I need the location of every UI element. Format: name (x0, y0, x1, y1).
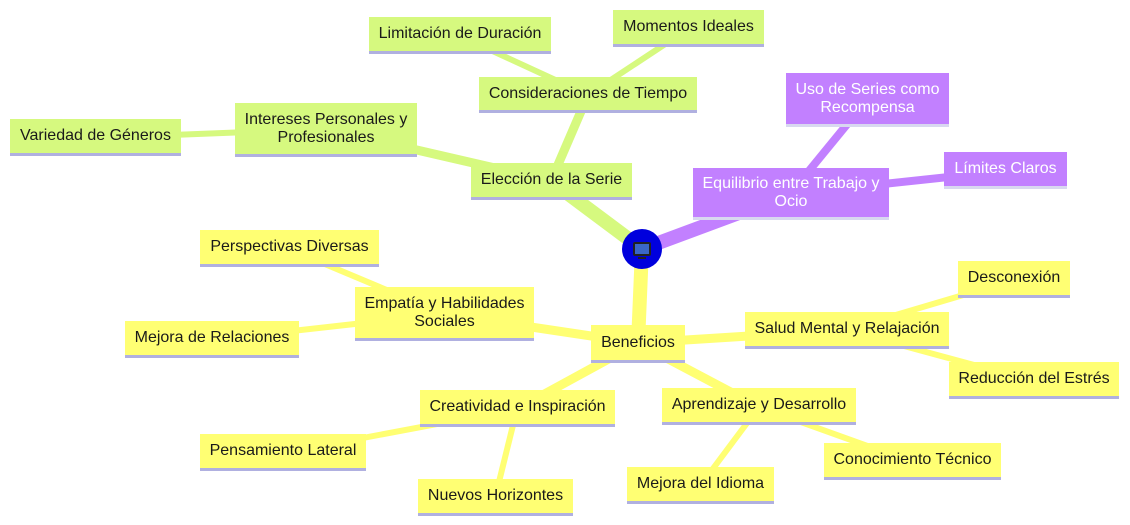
node-creatividad[interactable]: Creatividad e Inspiración (420, 390, 615, 427)
node-salud[interactable]: Salud Mental y Relajación (745, 312, 949, 349)
node-limitacion[interactable]: Limitación de Duración (369, 17, 551, 54)
node-conocimiento[interactable]: Conocimiento Técnico (824, 443, 1001, 480)
node-uso-series[interactable]: Uso de Series como Recompensa (786, 73, 949, 127)
node-momentos[interactable]: Momentos Ideales (613, 10, 764, 47)
node-aprendizaje[interactable]: Aprendizaje y Desarrollo (662, 388, 856, 425)
node-empatia[interactable]: Empatía y Habilidades Sociales (355, 287, 534, 341)
node-limites[interactable]: Límites Claros (944, 152, 1067, 189)
node-desconexion[interactable]: Desconexión (958, 261, 1070, 298)
node-eleccion[interactable]: Elección de la Serie (471, 163, 632, 200)
root-node[interactable] (622, 229, 662, 269)
node-equilibrio[interactable]: Equilibrio entre Trabajo y Ocio (693, 168, 889, 220)
node-reduccion[interactable]: Reducción del Estrés (949, 362, 1119, 399)
node-consideraciones[interactable]: Consideraciones de Tiempo (479, 77, 697, 113)
node-horizontes[interactable]: Nuevos Horizontes (418, 479, 573, 516)
tv-icon (633, 242, 651, 259)
node-beneficios[interactable]: Beneficios (591, 325, 685, 363)
node-perspectivas[interactable]: Perspectivas Diversas (200, 230, 379, 267)
node-variedad[interactable]: Variedad de Géneros (10, 119, 181, 156)
node-mejora-relaciones[interactable]: Mejora de Relaciones (125, 321, 299, 358)
node-pensamiento[interactable]: Pensamiento Lateral (200, 434, 366, 471)
node-intereses[interactable]: Intereses Personales y Profesionales (235, 103, 417, 157)
node-idioma[interactable]: Mejora del Idioma (627, 467, 774, 504)
